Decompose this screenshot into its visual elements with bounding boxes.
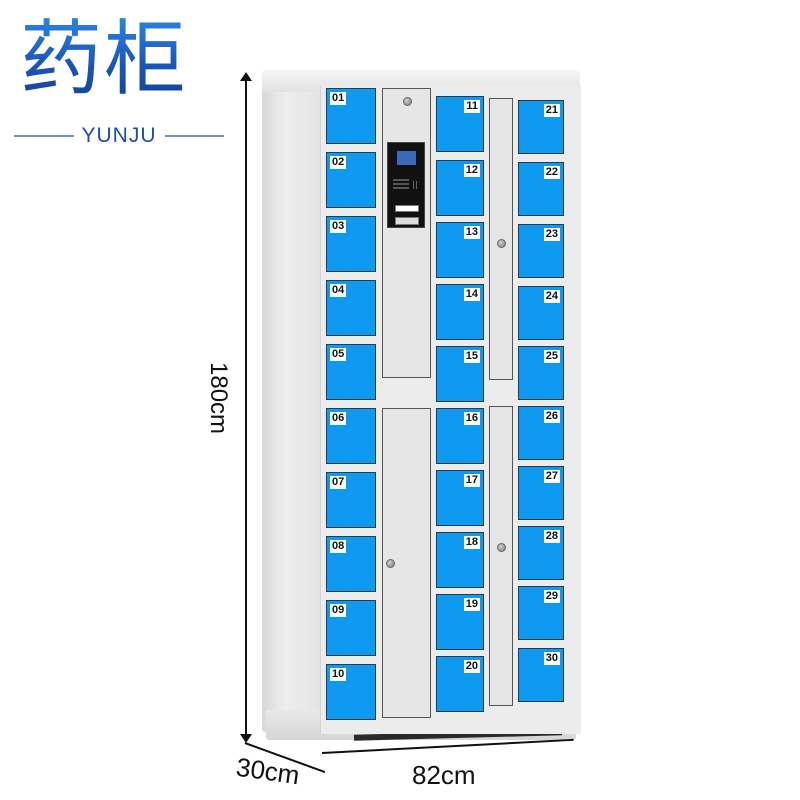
door-number: 29 <box>543 590 560 603</box>
medicine-locker-cabinet: 01 02 03 04 05 06 07 08 09 10 11 12 13 1… <box>262 70 581 741</box>
door-number: 25 <box>543 350 560 363</box>
door-number: 23 <box>543 228 560 241</box>
logo-subtitle: YUNJU <box>14 124 225 148</box>
door-number: 19 <box>463 598 480 611</box>
locker-door-11[interactable]: 11 <box>436 96 484 152</box>
locker-door-30[interactable]: 30 <box>518 648 564 702</box>
width-label: 82cm <box>412 760 476 790</box>
lock-icon <box>403 97 412 106</box>
locker-door-22[interactable]: 22 <box>518 162 564 216</box>
locker-door-06[interactable]: 06 <box>326 408 376 464</box>
logo-english-text: YUNJU <box>81 124 157 147</box>
door-number: 04 <box>330 284 347 297</box>
door-number: 12 <box>463 164 480 177</box>
door-number: 15 <box>463 350 480 363</box>
brand-logo: 药柜 YUNJU <box>14 10 225 150</box>
control-panel-door[interactable] <box>382 88 431 378</box>
door-number: 01 <box>330 92 347 105</box>
locker-door-05[interactable]: 05 <box>326 344 376 400</box>
door-number: 03 <box>330 220 347 233</box>
locker-door-02[interactable]: 02 <box>326 152 376 208</box>
door-number: 02 <box>330 156 347 169</box>
locker-door-07[interactable]: 07 <box>326 472 376 528</box>
keypad-icon[interactable] <box>393 179 409 191</box>
control-terminal <box>387 142 425 228</box>
cabinet-front: 01 02 03 04 05 06 07 08 09 10 11 12 13 1… <box>320 86 581 734</box>
locker-door-25[interactable]: 25 <box>518 346 564 400</box>
door-number: 13 <box>463 226 480 239</box>
locker-door-12[interactable]: 12 <box>436 160 484 216</box>
locker-door-04[interactable]: 04 <box>326 280 376 336</box>
lock-icon <box>497 239 506 248</box>
locker-door-27[interactable]: 27 <box>518 466 564 520</box>
lcd-screen-icon <box>397 151 416 165</box>
arrow-down-icon <box>240 734 252 743</box>
door-number: 18 <box>463 536 480 549</box>
door-number: 06 <box>330 412 347 425</box>
cabinet-side-panel <box>262 82 320 732</box>
locker-door-24[interactable]: 24 <box>518 286 564 340</box>
locker-door-09[interactable]: 09 <box>326 600 376 656</box>
locker-door-03[interactable]: 03 <box>326 216 376 272</box>
locker-door-01[interactable]: 01 <box>326 88 376 144</box>
locker-door-19[interactable]: 19 <box>436 594 484 650</box>
arrow-up-icon <box>240 72 252 81</box>
door-number: 14 <box>463 288 480 301</box>
door-number: 10 <box>330 668 347 681</box>
indicator-icon <box>413 181 418 189</box>
locker-door-16[interactable]: 16 <box>436 408 484 464</box>
door-number: 09 <box>330 604 347 617</box>
door-number: 27 <box>543 470 560 483</box>
door-number: 24 <box>543 290 560 303</box>
locker-door-13[interactable]: 13 <box>436 222 484 278</box>
narrow-storage-door-lower[interactable] <box>489 406 513 706</box>
locker-door-14[interactable]: 14 <box>436 284 484 340</box>
lock-icon <box>386 559 395 568</box>
locker-door-21[interactable]: 21 <box>518 100 564 154</box>
storage-door-lower-left[interactable] <box>382 408 431 718</box>
door-number: 07 <box>330 476 347 489</box>
door-number: 28 <box>543 530 560 543</box>
door-number: 21 <box>543 104 560 117</box>
locker-door-15[interactable]: 15 <box>436 346 484 402</box>
door-number: 26 <box>543 410 560 423</box>
locker-door-26[interactable]: 26 <box>518 406 564 460</box>
receipt-slot-icon <box>395 217 419 225</box>
door-number: 16 <box>463 412 480 425</box>
locker-door-29[interactable]: 29 <box>518 586 564 640</box>
locker-door-18[interactable]: 18 <box>436 532 484 588</box>
width-dimension-line <box>321 738 574 754</box>
narrow-storage-door-upper[interactable] <box>489 98 513 380</box>
card-slot-icon[interactable] <box>395 205 419 212</box>
locker-door-28[interactable]: 28 <box>518 526 564 580</box>
locker-door-20[interactable]: 20 <box>436 656 484 712</box>
door-number: 17 <box>463 474 480 487</box>
logo-chinese-text: 药柜 <box>20 10 188 110</box>
locker-door-17[interactable]: 17 <box>436 470 484 526</box>
locker-door-08[interactable]: 08 <box>326 536 376 592</box>
door-number: 20 <box>463 660 480 673</box>
logo-divider-right <box>164 135 225 137</box>
door-number: 05 <box>330 348 347 361</box>
height-dimension-line <box>245 78 247 738</box>
lock-icon <box>497 543 506 552</box>
logo-divider-left <box>14 135 74 137</box>
door-number: 11 <box>464 100 480 113</box>
door-number: 30 <box>543 652 560 665</box>
door-number: 08 <box>330 540 347 553</box>
door-number: 22 <box>543 166 560 179</box>
locker-door-10[interactable]: 10 <box>326 664 376 720</box>
height-label: 180cm <box>205 362 232 435</box>
locker-door-23[interactable]: 23 <box>518 224 564 278</box>
depth-label: 30cm <box>234 751 302 791</box>
